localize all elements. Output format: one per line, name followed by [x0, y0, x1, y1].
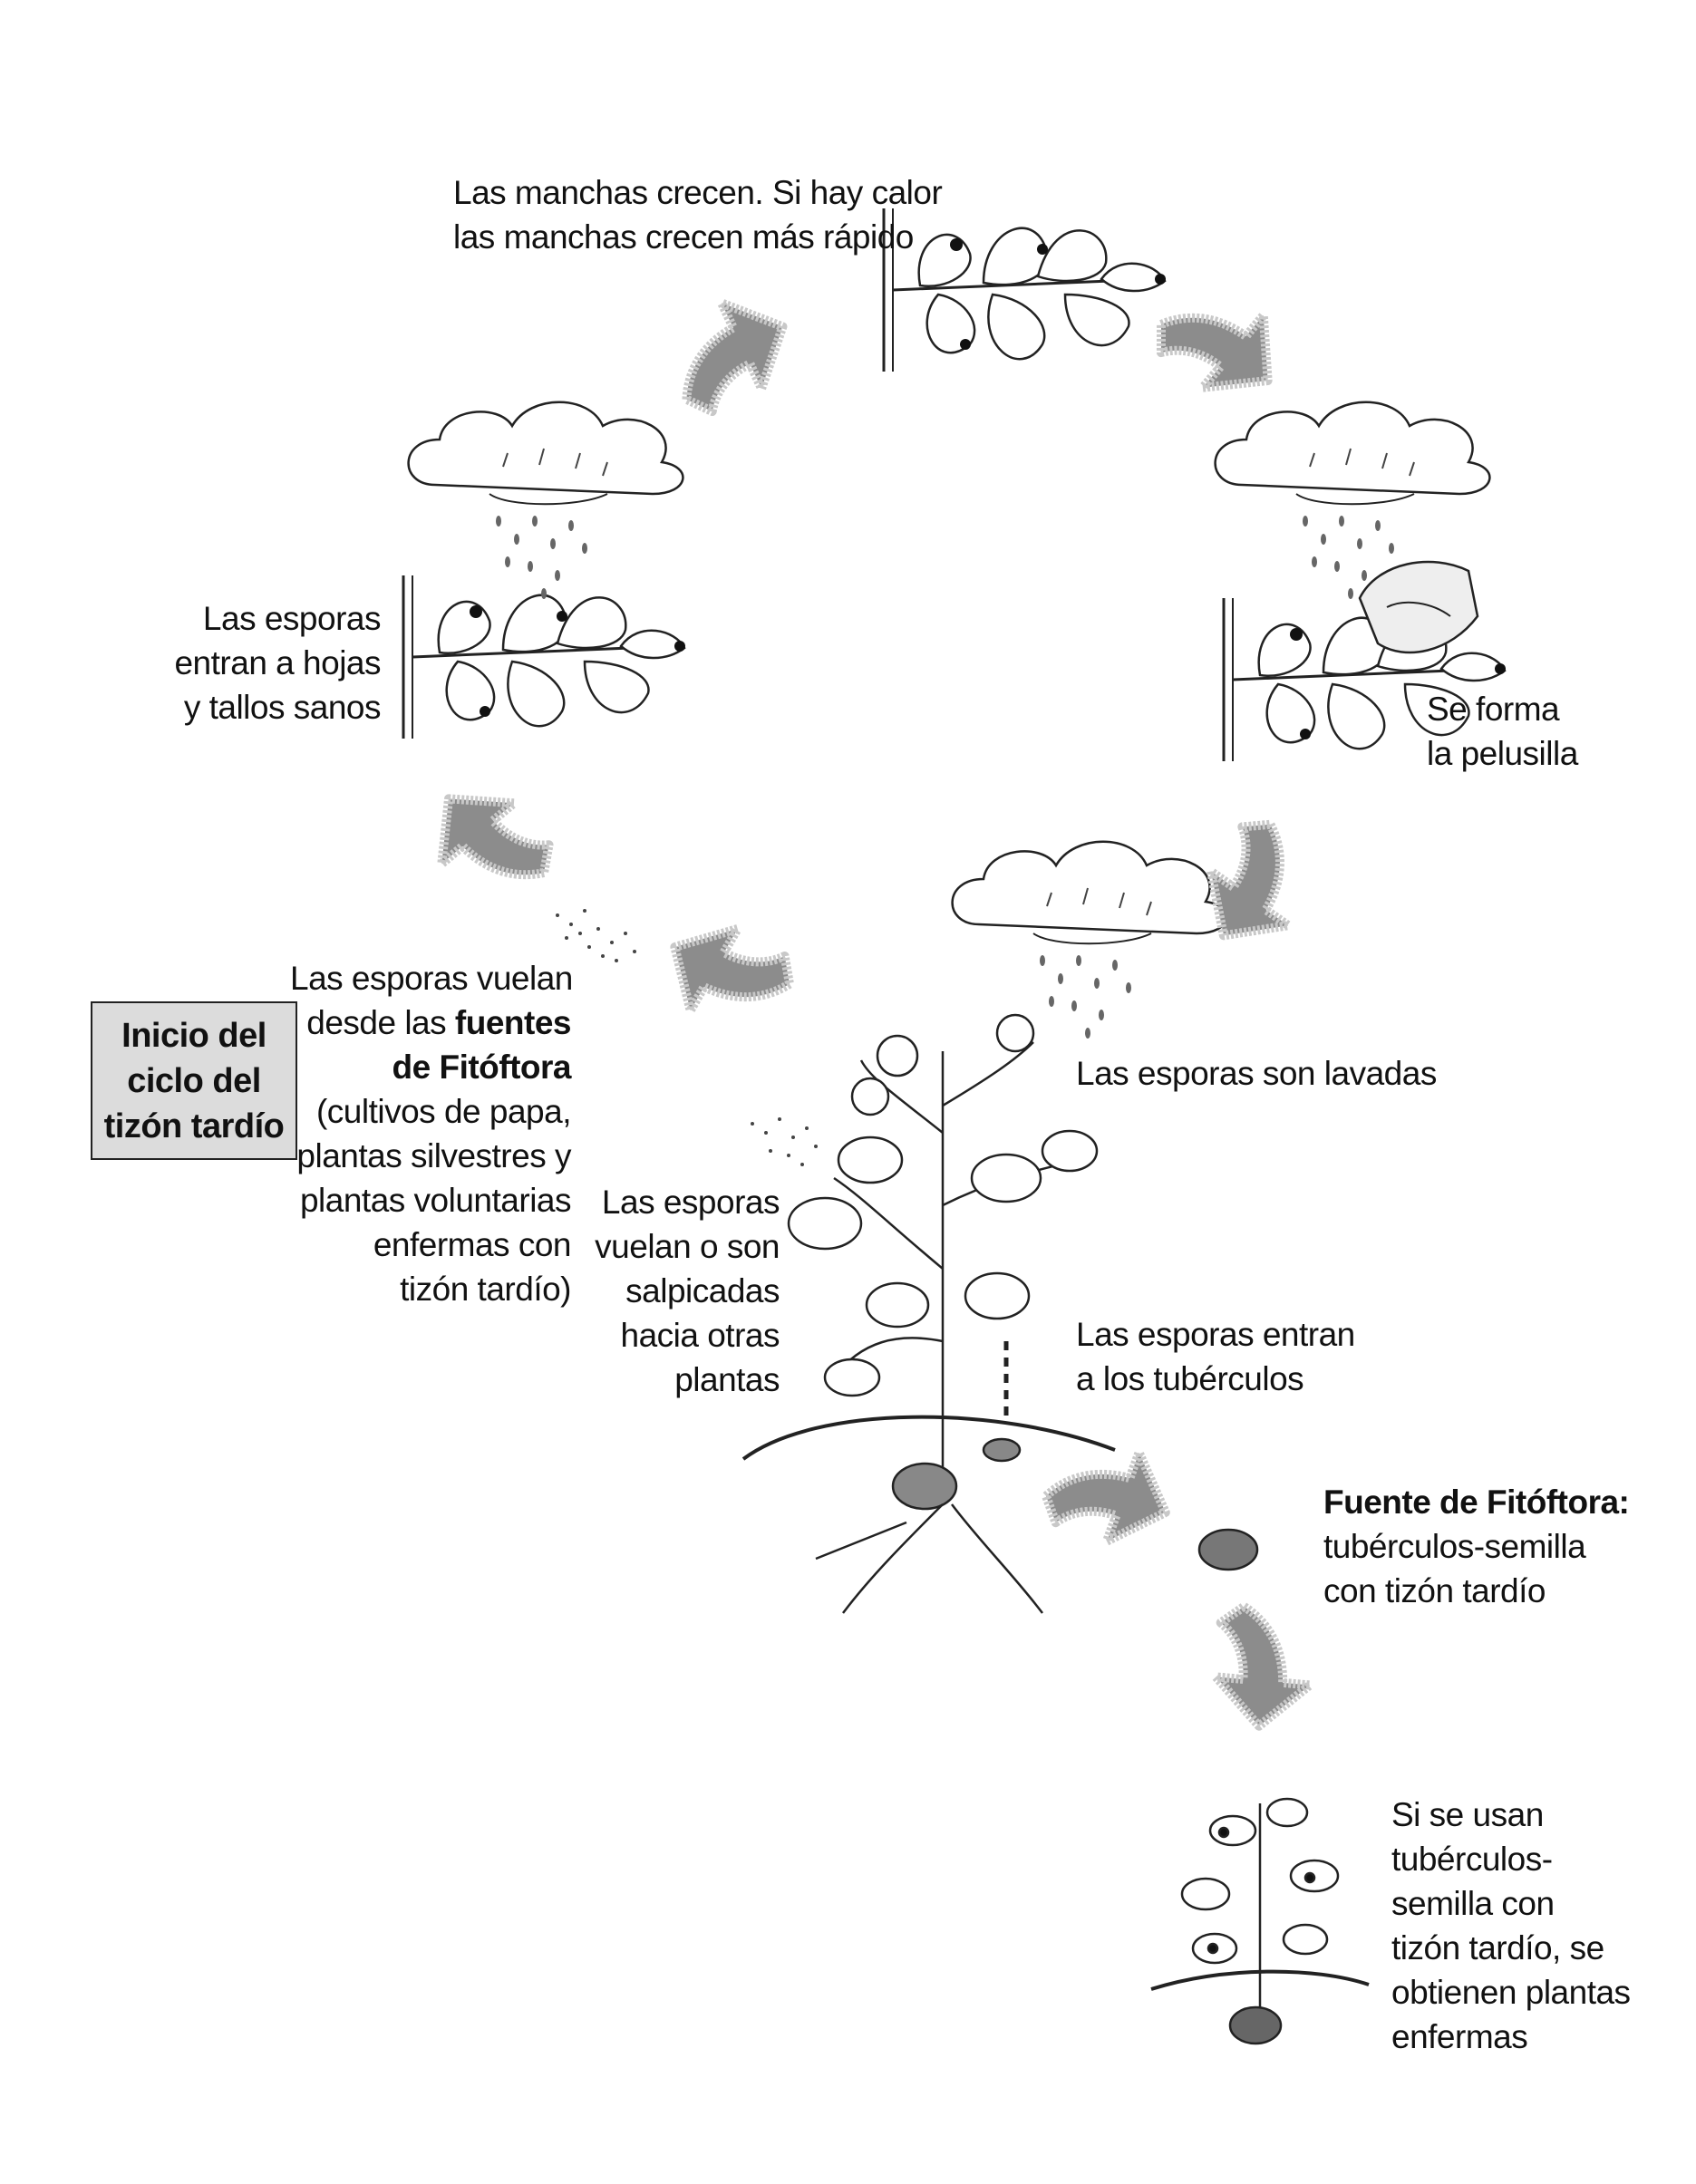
leaf-branch-left: [402, 574, 687, 740]
hand-icon: [1358, 560, 1479, 654]
spore-dots-left: [556, 909, 636, 962]
label-spores-washed: Las esporas son lavadas: [1076, 1055, 1437, 1092]
cycle-start-box: Inicio del ciclo del tizón tardío: [91, 1001, 297, 1160]
label-fuzz-forms: Se forma la pelusilla: [1427, 691, 1578, 772]
label-seed-source: Fuente de Fitóftora: tubérculos-semilla …: [1323, 1483, 1630, 1609]
arrow-7: [1212, 1605, 1316, 1731]
cloud-rain-left: [407, 401, 684, 601]
leaf-branch-top: [882, 207, 1168, 373]
label-spots-grow: Las manchas crecen. Si hay calor las man…: [453, 174, 943, 256]
label-spores-enter-leaves: Las esporas entran a hojas y tallos sano…: [174, 600, 381, 726]
label-spores-fly-from-sources: Las esporas vuelan desde las fuentes de …: [290, 960, 573, 1308]
arrow-1: [656, 284, 803, 419]
cloud-rain-middle: [951, 840, 1228, 1040]
seed-tuber-icon: [1197, 1528, 1259, 1571]
label-sick-plants: Si se usan tubérculos- semilla con tizón…: [1391, 1796, 1631, 2055]
spore-dots-center: [751, 1117, 818, 1166]
cycle-start-label: Inicio del ciclo del tizón tardío: [103, 1016, 285, 1145]
arrow-2: [1148, 269, 1298, 417]
label-spores-splashed: Las esporas vuelan o son salpicadas haci…: [595, 1184, 780, 1398]
label-spores-enter-tubers: Las esporas entran a los tubérculos: [1076, 1316, 1355, 1397]
arrow-4: [412, 768, 560, 919]
arrow-5: [651, 906, 800, 1047]
potato-plant-large: [741, 1013, 1116, 1614]
potato-plant-small: [1150, 1797, 1370, 2045]
